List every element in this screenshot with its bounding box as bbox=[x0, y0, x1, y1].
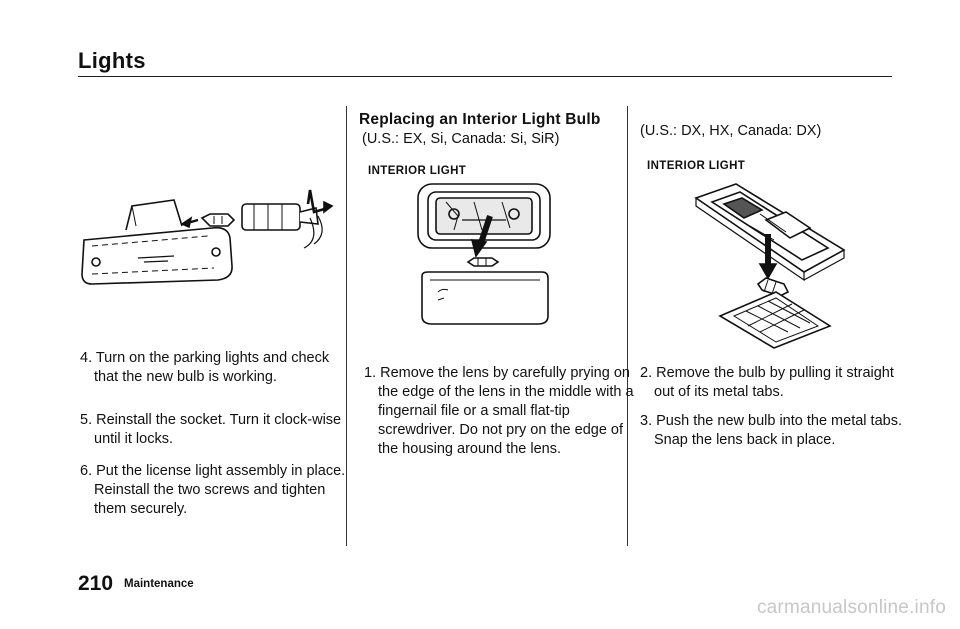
header-rule bbox=[78, 76, 892, 77]
section-title: Replacing an Interior Light Bulb bbox=[359, 111, 601, 128]
step-2: 2. Remove the bulb by pulling it straigh… bbox=[640, 365, 894, 400]
figure-label-interior-light-2: INTERIOR LIGHT bbox=[647, 160, 746, 172]
interior-light-illustration-b bbox=[694, 183, 846, 349]
model-note-dx-hx: (U.S.: DX, HX, Canada: DX) bbox=[640, 123, 822, 139]
step-3: 3. Push the new bulb into the metal tabs… bbox=[640, 413, 902, 448]
column-divider-right bbox=[627, 106, 628, 546]
interior-light-illustration-a bbox=[417, 183, 551, 325]
step-6: 6. Put the license light assembly in pla… bbox=[80, 463, 346, 517]
footer-section-name: Maintenance bbox=[124, 578, 194, 590]
page-title: Lights bbox=[78, 48, 146, 73]
step-4: 4. Turn on the parking lights and check … bbox=[80, 350, 330, 385]
column-divider-left bbox=[346, 106, 347, 546]
model-note-ex-si: (U.S.: EX, Si, Canada: Si, SiR) bbox=[362, 131, 560, 147]
page-number: 210 bbox=[78, 572, 114, 595]
watermark: carmanualsonline.info bbox=[756, 597, 946, 618]
license-light-illustration bbox=[81, 189, 334, 285]
step-1: 1. Remove the lens by carefully prying o… bbox=[364, 365, 634, 457]
figure-label-interior-light: INTERIOR LIGHT bbox=[368, 165, 467, 177]
step-5: 5. Reinstall the socket. Turn it clock-w… bbox=[80, 412, 342, 447]
